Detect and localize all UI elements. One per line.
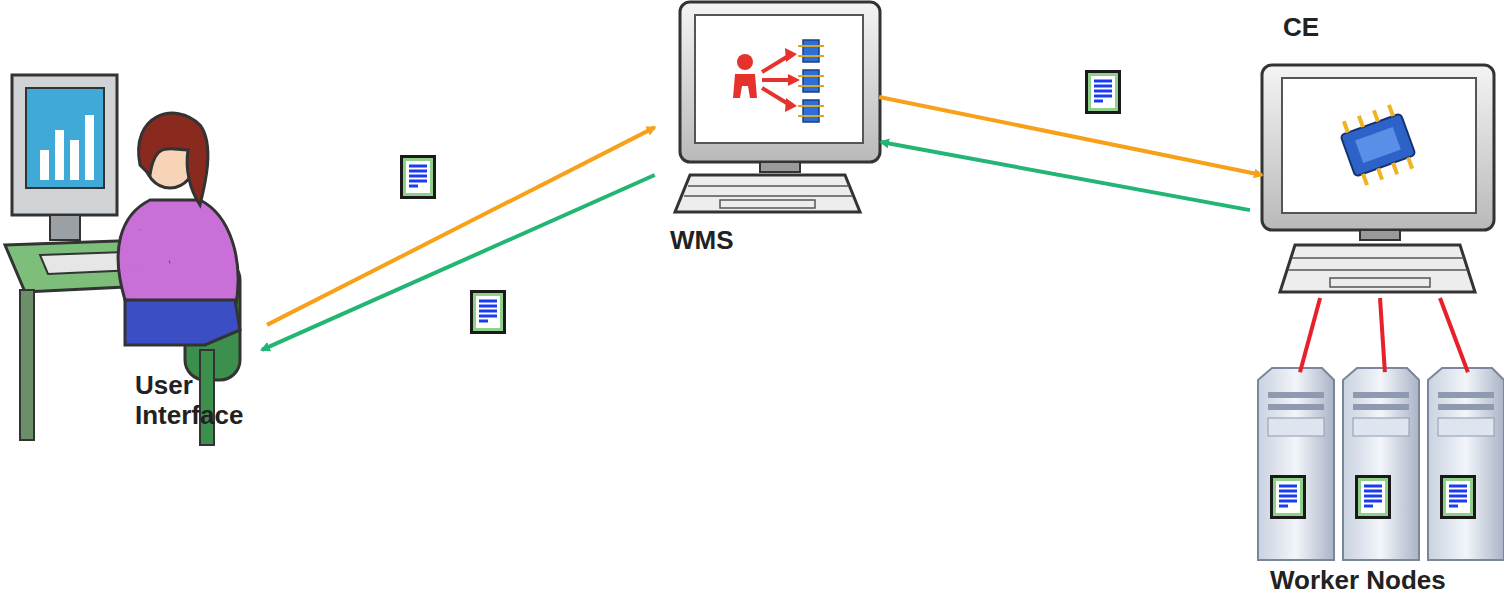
arrow-connector [879, 97, 1262, 175]
user-figure [5, 75, 240, 445]
arrow-connector [1300, 298, 1468, 372]
arrow-connector [881, 142, 1250, 210]
node-label: CE [1283, 12, 1319, 42]
node-label: WMS [670, 225, 734, 255]
user-interface-node: User Interface [10, 60, 267, 440]
worker-servers [1258, 368, 1504, 560]
arrow-connector [262, 175, 655, 350]
worker-nodes-node: Worker Nodes [1250, 365, 1504, 605]
wms-computer [675, 2, 880, 212]
node-label: User Interface [135, 370, 265, 430]
arrow-connector [267, 127, 655, 325]
node-label: Worker Nodes [1270, 565, 1446, 595]
wms-node: WMS [650, 0, 885, 260]
ce-node: CE [1250, 10, 1504, 310]
ce-computer [1262, 65, 1494, 292]
